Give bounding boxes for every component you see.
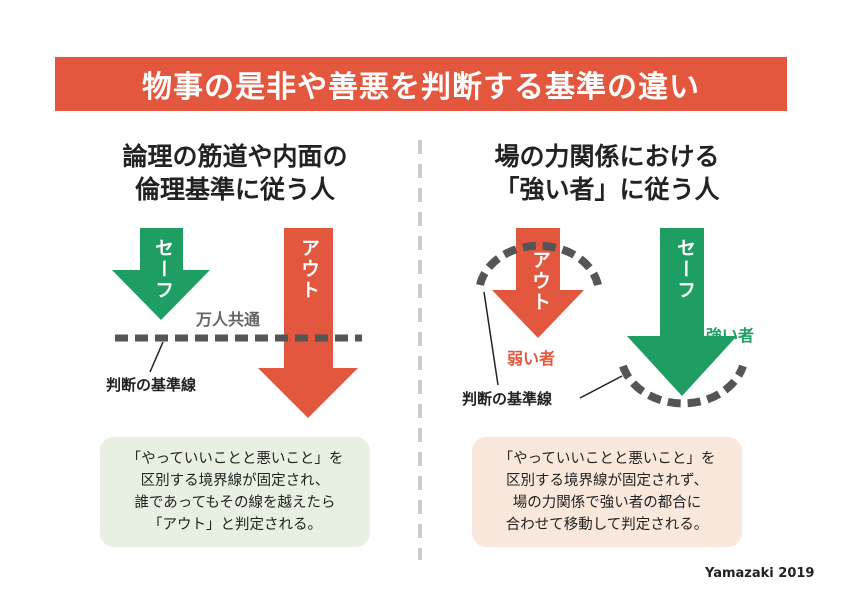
left-out-arrow [258, 228, 358, 418]
title-banner: 物事の是非や善悪を判断する基準の違い [55, 57, 787, 111]
right-desc-line2: 区別する境界線が固定されず、 [506, 473, 708, 489]
right-pointer-line-1 [483, 291, 499, 386]
left-out-label: アウト [298, 238, 320, 301]
right-safe-label: セーフ [674, 238, 696, 301]
left-line-label: 判断の基準線 [106, 376, 197, 394]
weak-label: 弱い者 [507, 349, 556, 368]
credit: Yamazaki 2019 [705, 566, 815, 581]
left-desc-line1: 「やっていいことと悪いこと」を [126, 451, 344, 467]
right-safe-arrow [627, 228, 737, 396]
universal-label: 万人共通 [196, 310, 261, 329]
left-desc-line4: 「アウト」と判定される。 [148, 517, 322, 533]
right-out-label: アウト [529, 250, 551, 313]
left-safe-arrow [112, 228, 210, 320]
right-description-box: 「やっていいことと悪いこと」を 区別する境界線が固定されず、 場の力関係で強い者… [472, 437, 742, 547]
right-upper-criterion-arc [476, 241, 602, 287]
center-divider [418, 140, 422, 560]
right-pointer-line-2 [579, 375, 623, 399]
right-out-arrow [492, 228, 584, 338]
right-desc-line4: 合わせて移動して判定される。 [505, 517, 709, 533]
right-heading-line1: 場の力関係における [494, 142, 720, 171]
right-desc-line1: 「やっていいことと悪いこと」を [498, 451, 716, 467]
left-desc-line2: 区別する境界線が固定され、 [140, 473, 330, 489]
left-desc-line3: 誰であってもその線を越えたら [134, 495, 336, 511]
right-desc-line3: 場の力関係で強い者の都合に [512, 495, 702, 511]
left-safe-label: セーフ [152, 238, 174, 301]
right-line-label: 判断の基準線 [462, 390, 553, 408]
strong-label: 強い者 [706, 326, 755, 345]
left-description-box: 「やっていいことと悪いこと」を 区別する境界線が固定され、 誰であってもその線を… [100, 437, 370, 547]
left-heading-line1: 論理の筋道や内面の [122, 142, 348, 171]
left-pointer-line [149, 341, 164, 373]
left-heading: 論理の筋道や内面の 倫理基準に従う人 [80, 140, 390, 206]
left-heading-line2: 倫理基準に従う人 [134, 175, 335, 204]
right-heading: 場の力関係における 「強い者」に従う人 [452, 140, 762, 206]
right-heading-line2: 「強い者」に従う人 [494, 175, 720, 204]
page-title: 物事の是非や善悪を判断する基準の違い [142, 70, 700, 105]
right-lower-criterion-arc [619, 364, 747, 408]
